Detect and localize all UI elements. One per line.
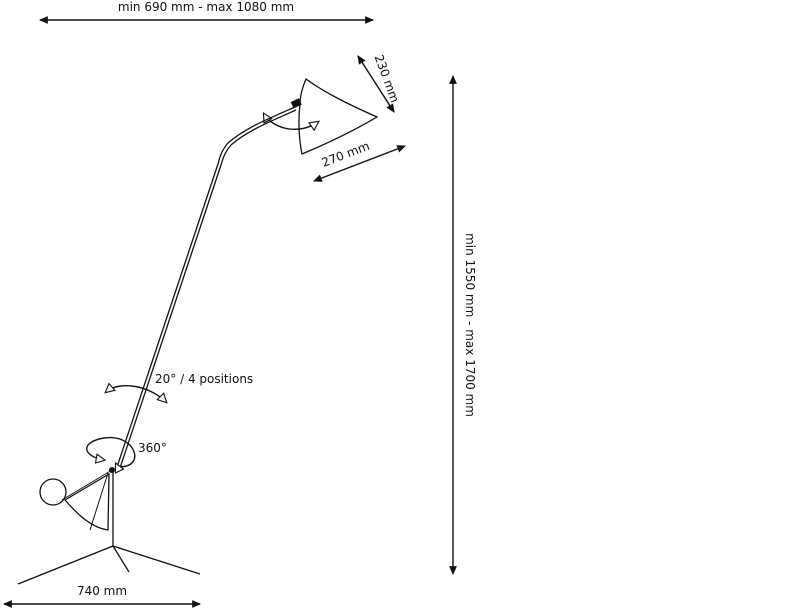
counterweight-assembly [39, 467, 115, 546]
base-leg-front [112, 545, 130, 573]
base-leg-left [17, 545, 114, 585]
base-leg-right [112, 545, 201, 575]
counterweight-ball [39, 478, 67, 506]
shade-knuckle [290, 98, 302, 109]
support-strut [89, 472, 109, 531]
reach-label: min 690 mm - max 1080 mm [118, 0, 294, 14]
tilt-label: 20° / 4 positions [155, 372, 253, 386]
height-dimension: min 1550 mm - max 1700 mm [449, 75, 477, 575]
shade-width-dimension: 270 mm [313, 139, 406, 182]
reach-dimension: min 690 mm - max 1080 mm [39, 0, 374, 24]
rotation-annotation: 360° [86, 436, 167, 467]
tripod-base [17, 545, 201, 585]
base-width-dimension: 740 mm [3, 584, 201, 608]
shade-tilt-arrow [264, 114, 318, 129]
arm-rod-front [115, 106, 296, 471]
tilt-arrow [106, 386, 166, 402]
lamp-shade [290, 77, 379, 155]
rotation-arrow [86, 436, 136, 467]
pivot-joint [109, 467, 115, 473]
base-width-label: 740 mm [77, 584, 127, 598]
shade-height-label: 230 mm [372, 53, 402, 105]
shade-height-arrow [357, 55, 395, 113]
shade-width-arrow [313, 145, 406, 182]
shade-outline [298, 77, 379, 155]
weight-rod [61, 469, 113, 501]
shade-height-dimension: 230 mm [357, 53, 402, 113]
rotation-label: 360° [138, 441, 167, 455]
height-label: min 1550 mm - max 1700 mm [463, 233, 477, 417]
lamp-arm [115, 106, 297, 472]
counterweight-plate [63, 472, 110, 531]
arm-rod-back [118, 109, 297, 472]
tilt-annotation: 20° / 4 positions [106, 372, 253, 402]
